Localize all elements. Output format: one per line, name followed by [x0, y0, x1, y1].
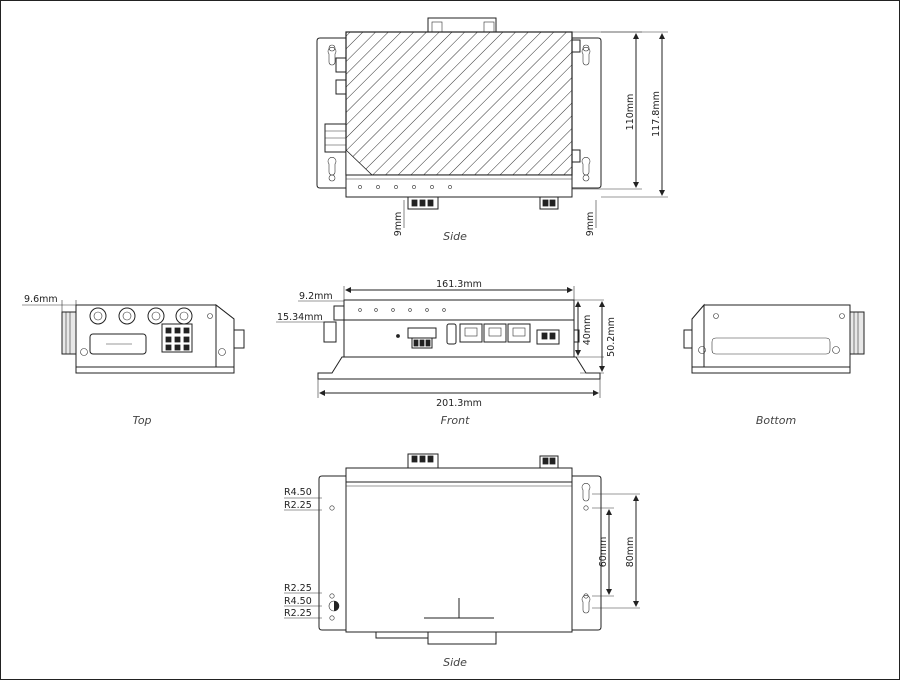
caption-bottom: Bottom — [756, 414, 796, 427]
dim-80mm: 80mm — [625, 537, 636, 568]
dim-15-34mm: 15.34mm — [277, 312, 323, 323]
dim-50-2mm: 50.2mm — [606, 317, 617, 357]
radius-r4-50-bottom: R4.50 — [284, 596, 312, 607]
dim-9mm-right: 9mm — [585, 212, 596, 237]
dim-110mm: 110mm — [625, 94, 636, 131]
caption-front: Front — [441, 414, 471, 427]
caption-side-bottom: Side — [443, 656, 467, 669]
caption-top: Top — [132, 414, 151, 427]
radius-r2-25-bottom: R2.25 — [284, 608, 312, 619]
top-view — [22, 300, 245, 374]
radius-r2-25-mid: R2.25 — [284, 583, 312, 594]
dim-60mm: 60mm — [598, 537, 609, 568]
dim-40mm: 40mm — [582, 315, 593, 346]
dim-117-8mm: 117.8mm — [651, 91, 662, 137]
radius-r4-50-top: R4.50 — [284, 487, 312, 498]
dim-161-3mm: 161.3mm — [436, 279, 482, 290]
dim-9-2mm: 9.2mm — [299, 291, 333, 302]
dim-201-3mm: 201.3mm — [436, 398, 482, 409]
radius-r2-25-top: R2.25 — [284, 500, 312, 511]
dim-9mm-left: 9mm — [393, 212, 404, 237]
dim-9-6mm: 9.6mm — [24, 294, 58, 305]
bottom-view — [683, 303, 865, 374]
front-view — [276, 286, 605, 398]
side-view-bottom — [284, 453, 640, 645]
side-view-top — [316, 17, 668, 228]
caption-side-top: Side — [443, 230, 467, 243]
